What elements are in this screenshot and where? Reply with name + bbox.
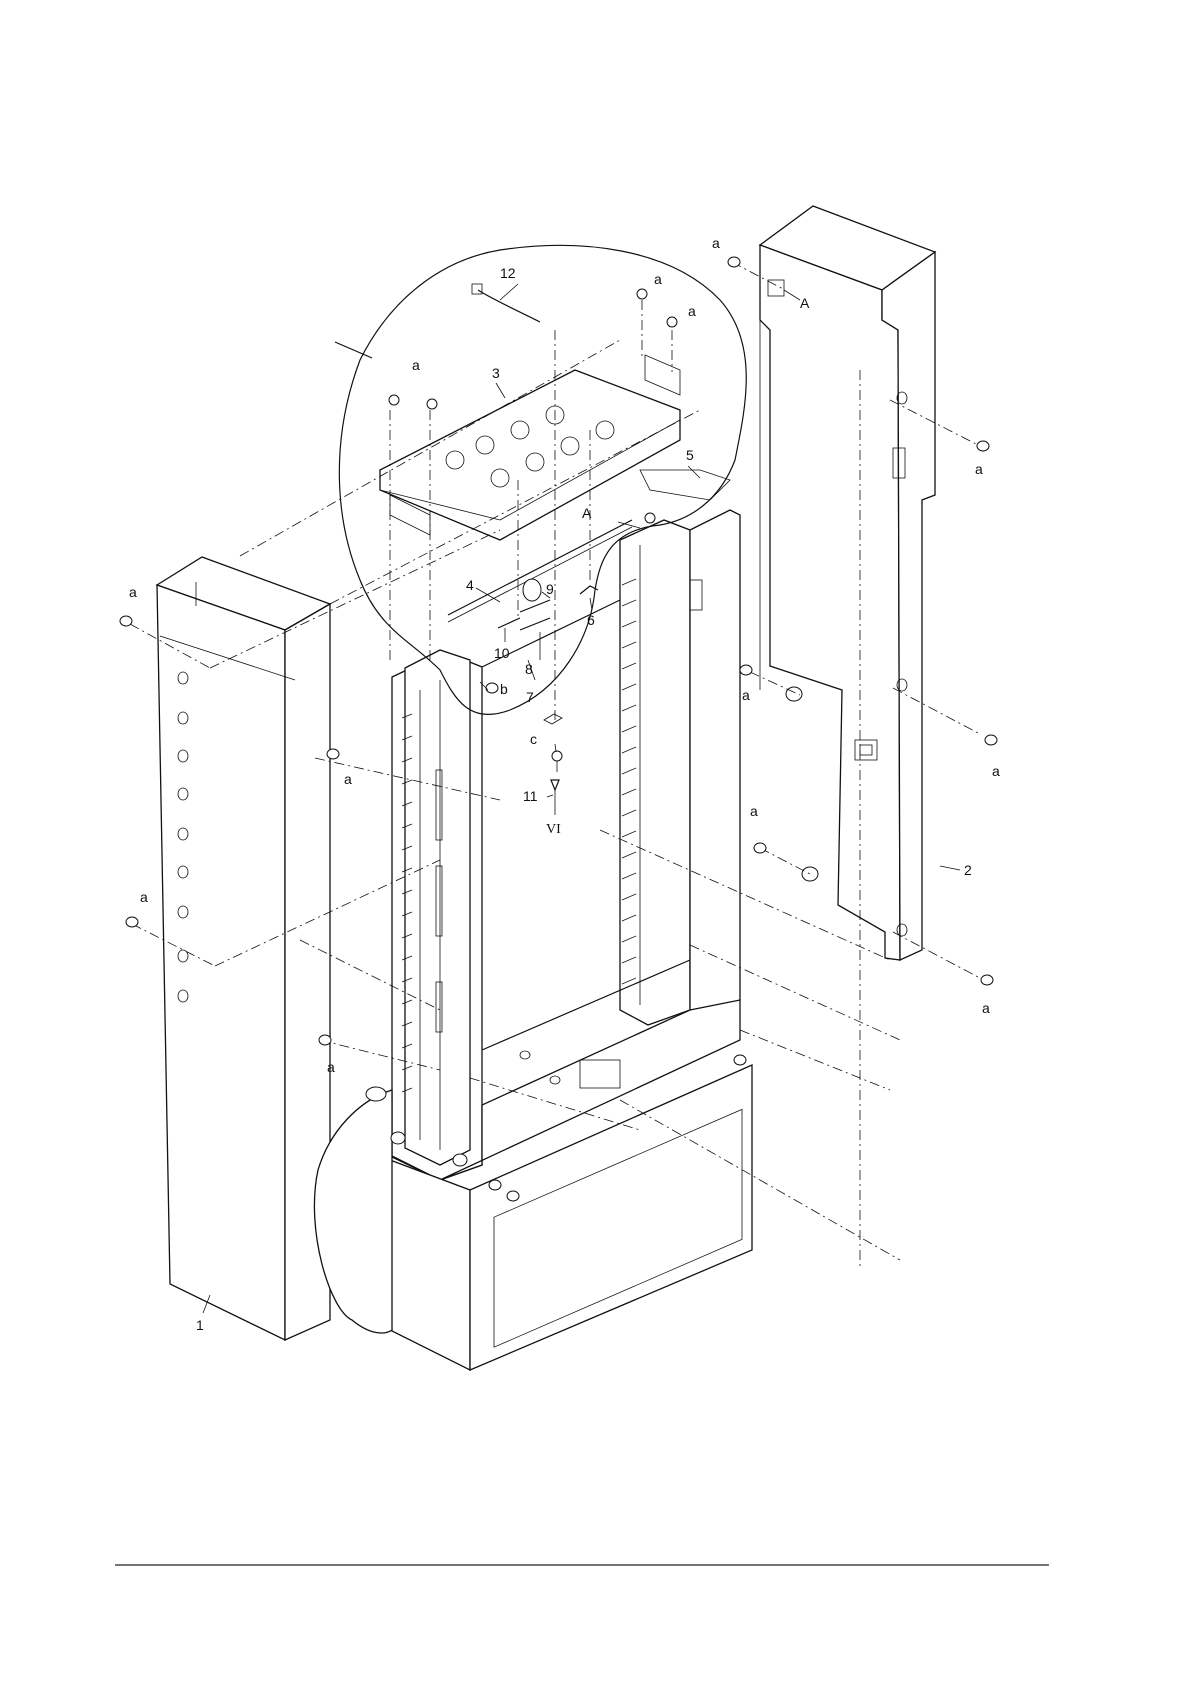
callout-10: 10	[494, 645, 510, 661]
screw-label-5: a	[412, 357, 420, 373]
callout-b: b	[500, 681, 508, 697]
callout-A-upper: A	[800, 295, 810, 311]
screw-label-11: a	[982, 1000, 990, 1016]
callout-7: 7	[526, 689, 534, 705]
left-side-panel	[157, 557, 330, 1340]
screw-label-13: a	[750, 803, 758, 819]
right-side-panel	[760, 206, 935, 960]
screw-label-2: a	[140, 889, 148, 905]
callout-12: 12	[500, 265, 516, 281]
lower-small-parts	[544, 714, 562, 815]
screw-label-3: a	[344, 771, 352, 787]
callout-9: 9	[546, 581, 554, 597]
callout-6: 6	[587, 612, 595, 628]
callout-1: 1	[196, 1317, 204, 1333]
center-frame	[314, 510, 752, 1370]
screw-label-7: a	[688, 303, 696, 319]
screw-label-1: a	[129, 584, 137, 600]
screw-label-6: a	[654, 271, 662, 287]
callout-11: 11	[523, 788, 538, 804]
callout-VI: VI	[546, 822, 561, 837]
screw-label-12: a	[742, 687, 750, 703]
callout-c: c	[530, 731, 537, 747]
screw-label-8: a	[712, 235, 720, 251]
screw-label-9: a	[975, 461, 983, 477]
screw-label-10: a	[992, 763, 1000, 779]
callout-2: 2	[964, 862, 972, 878]
callout-3: 3	[492, 365, 500, 381]
callout-A-lower: A	[582, 505, 592, 521]
callout-5: 5	[686, 447, 694, 463]
callout-4: 4	[466, 577, 474, 593]
callout-8: 8	[525, 661, 533, 677]
screw-label-4: a	[327, 1059, 335, 1075]
